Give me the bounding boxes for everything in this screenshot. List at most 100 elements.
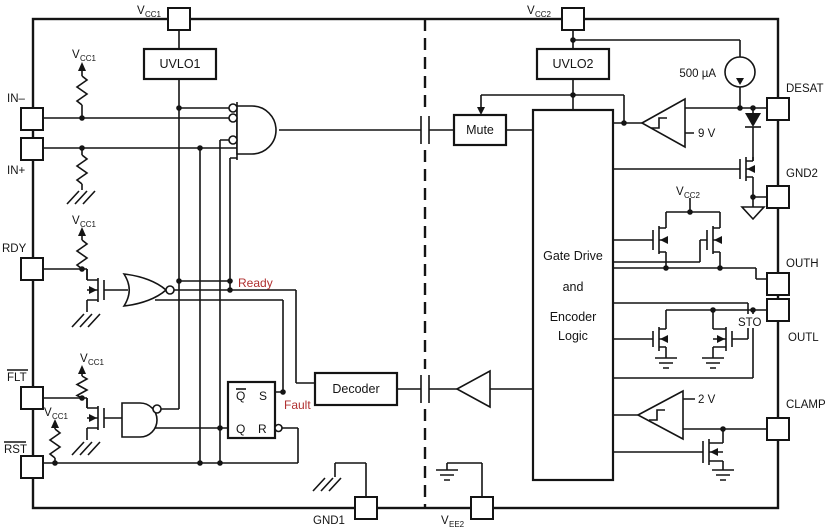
- latch-r-label: R: [258, 422, 267, 436]
- mute-block: [452, 113, 508, 147]
- pin-clamp: [766, 417, 790, 441]
- outh-label: OUTH: [786, 258, 819, 270]
- resistor-icon: [75, 148, 89, 190]
- mosfet-arrow-icon: [714, 236, 722, 244]
- pullup-rst: [48, 419, 62, 463]
- chassis-ground-icon: [71, 313, 101, 328]
- desat-blanking-diode: [745, 113, 761, 128]
- up-arrow-icon: [51, 419, 59, 428]
- uvlo2-block: [535, 47, 611, 81]
- signal-ground-icon: [436, 469, 458, 481]
- pin-outl: [766, 298, 790, 322]
- down-arrow-icon: [477, 107, 485, 115]
- resistor-icon: [48, 428, 62, 463]
- pmos-outh-2: [706, 226, 722, 254]
- wire-net-clamp: [613, 398, 767, 470]
- desat-threshold-label: 9 V: [698, 128, 716, 140]
- isolation-capacitor-top: [420, 116, 430, 144]
- mute-label: Mute: [466, 123, 494, 137]
- vcc1-rail-label: V: [80, 353, 88, 365]
- pin-vcc1: [167, 7, 191, 31]
- vcc1-rail-label-sub: CC1: [80, 220, 97, 229]
- inverter-bubble-icon: [274, 423, 283, 433]
- vcc1-pin-label: V: [137, 5, 145, 17]
- mosfet-arrow-icon: [747, 165, 755, 173]
- bias-current-label: 500 µA: [679, 68, 716, 80]
- pin-flt: [20, 386, 44, 410]
- gate-drive-label-2: and: [563, 280, 584, 294]
- gate-drive-label-3: Encoder: [550, 310, 597, 324]
- rst-label: RST: [4, 444, 27, 456]
- sto-label-group: STO: [736, 314, 766, 329]
- nor-gate-ready: [122, 273, 175, 307]
- pmos-outh-1: [652, 226, 668, 254]
- pin-desat: [766, 97, 790, 121]
- pin-in-minus: [20, 107, 44, 131]
- vee2-label-sub: EE2: [449, 520, 465, 529]
- vcc1-pin-label-sub: CC1: [145, 10, 162, 19]
- pin-vcc2: [561, 7, 585, 31]
- outl-label: OUTL: [788, 332, 819, 344]
- nmos-rdy: [86, 269, 105, 312]
- triangle-ground-icon: [740, 206, 766, 221]
- vcc2-rail-label: V: [676, 186, 684, 198]
- wire-net-grounds: [334, 462, 483, 497]
- in-plus-label: IN+: [7, 165, 26, 177]
- inverter-bubble-icon: [165, 285, 175, 295]
- resistor-icon: [75, 374, 89, 399]
- gate-drive-label-1: Gate Drive: [543, 249, 603, 263]
- uvlo1-label: UVLO1: [160, 57, 201, 71]
- signal-ground-icon: [655, 357, 677, 369]
- vcc1-rail-label-sub: CC1: [88, 358, 105, 367]
- junction-dots: [52, 37, 756, 466]
- pullup-flt: [75, 365, 89, 399]
- ready-signal-label: Ready: [238, 276, 273, 290]
- gate-drive-block: [531, 108, 615, 482]
- nmos-outl-1: [652, 327, 668, 351]
- clamp-comparator: [636, 389, 684, 441]
- mosfet-arrow-icon: [717, 335, 725, 343]
- resistor-icon: [75, 71, 89, 118]
- nmos-desat: [739, 157, 755, 181]
- nmos-clamp: [702, 439, 723, 465]
- decoder-block: [313, 371, 399, 407]
- flt-label: FLT: [7, 372, 27, 384]
- mosfet-arrow-icon: [710, 448, 718, 456]
- mosfet-arrow-icon: [89, 414, 97, 422]
- and-gate-input: [228, 102, 277, 160]
- gnd1-label: GND1: [313, 515, 345, 527]
- latch-qbar-label: Q: [236, 389, 245, 403]
- pin-vee2: [470, 496, 494, 520]
- vee2-label: V: [441, 515, 449, 527]
- inverter-bubble-icon: [152, 404, 162, 414]
- nmos-flt: [86, 398, 105, 440]
- clamp-threshold-label: 2 V: [698, 394, 716, 406]
- latch-s-label: S: [259, 389, 267, 403]
- sto-label: STO: [738, 317, 761, 329]
- mosfet-arrow-icon: [660, 236, 668, 244]
- vcc2-rail-label-sub: CC2: [684, 191, 701, 200]
- mosfet-arrow-icon: [660, 335, 668, 343]
- uvlo2-label: UVLO2: [553, 57, 594, 71]
- pulldown-in-plus: [75, 148, 89, 190]
- vcc1-rail-label: V: [72, 49, 80, 61]
- rdy-label: RDY: [2, 243, 27, 255]
- signal-ground-icon: [712, 469, 734, 481]
- inverter-bubble-icon: [228, 135, 238, 145]
- pullup-rdy: [75, 227, 89, 270]
- up-arrow-icon: [78, 227, 86, 236]
- isolation-capacitor-bottom: [420, 375, 430, 403]
- chassis-ground-icon: [66, 190, 96, 205]
- vcc1-rail-label: V: [72, 215, 80, 227]
- diode-icon: [745, 113, 761, 127]
- wire-net-output-stage: [613, 198, 767, 379]
- up-arrow-icon: [78, 62, 86, 71]
- up-arrow-icon: [78, 365, 86, 374]
- desat-label: DESAT: [786, 83, 824, 95]
- sr-latch: [226, 380, 283, 440]
- nmos-outl-sto: [713, 327, 733, 351]
- decoder-label: Decoder: [332, 382, 379, 396]
- inverter-bubble-icon: [228, 103, 238, 113]
